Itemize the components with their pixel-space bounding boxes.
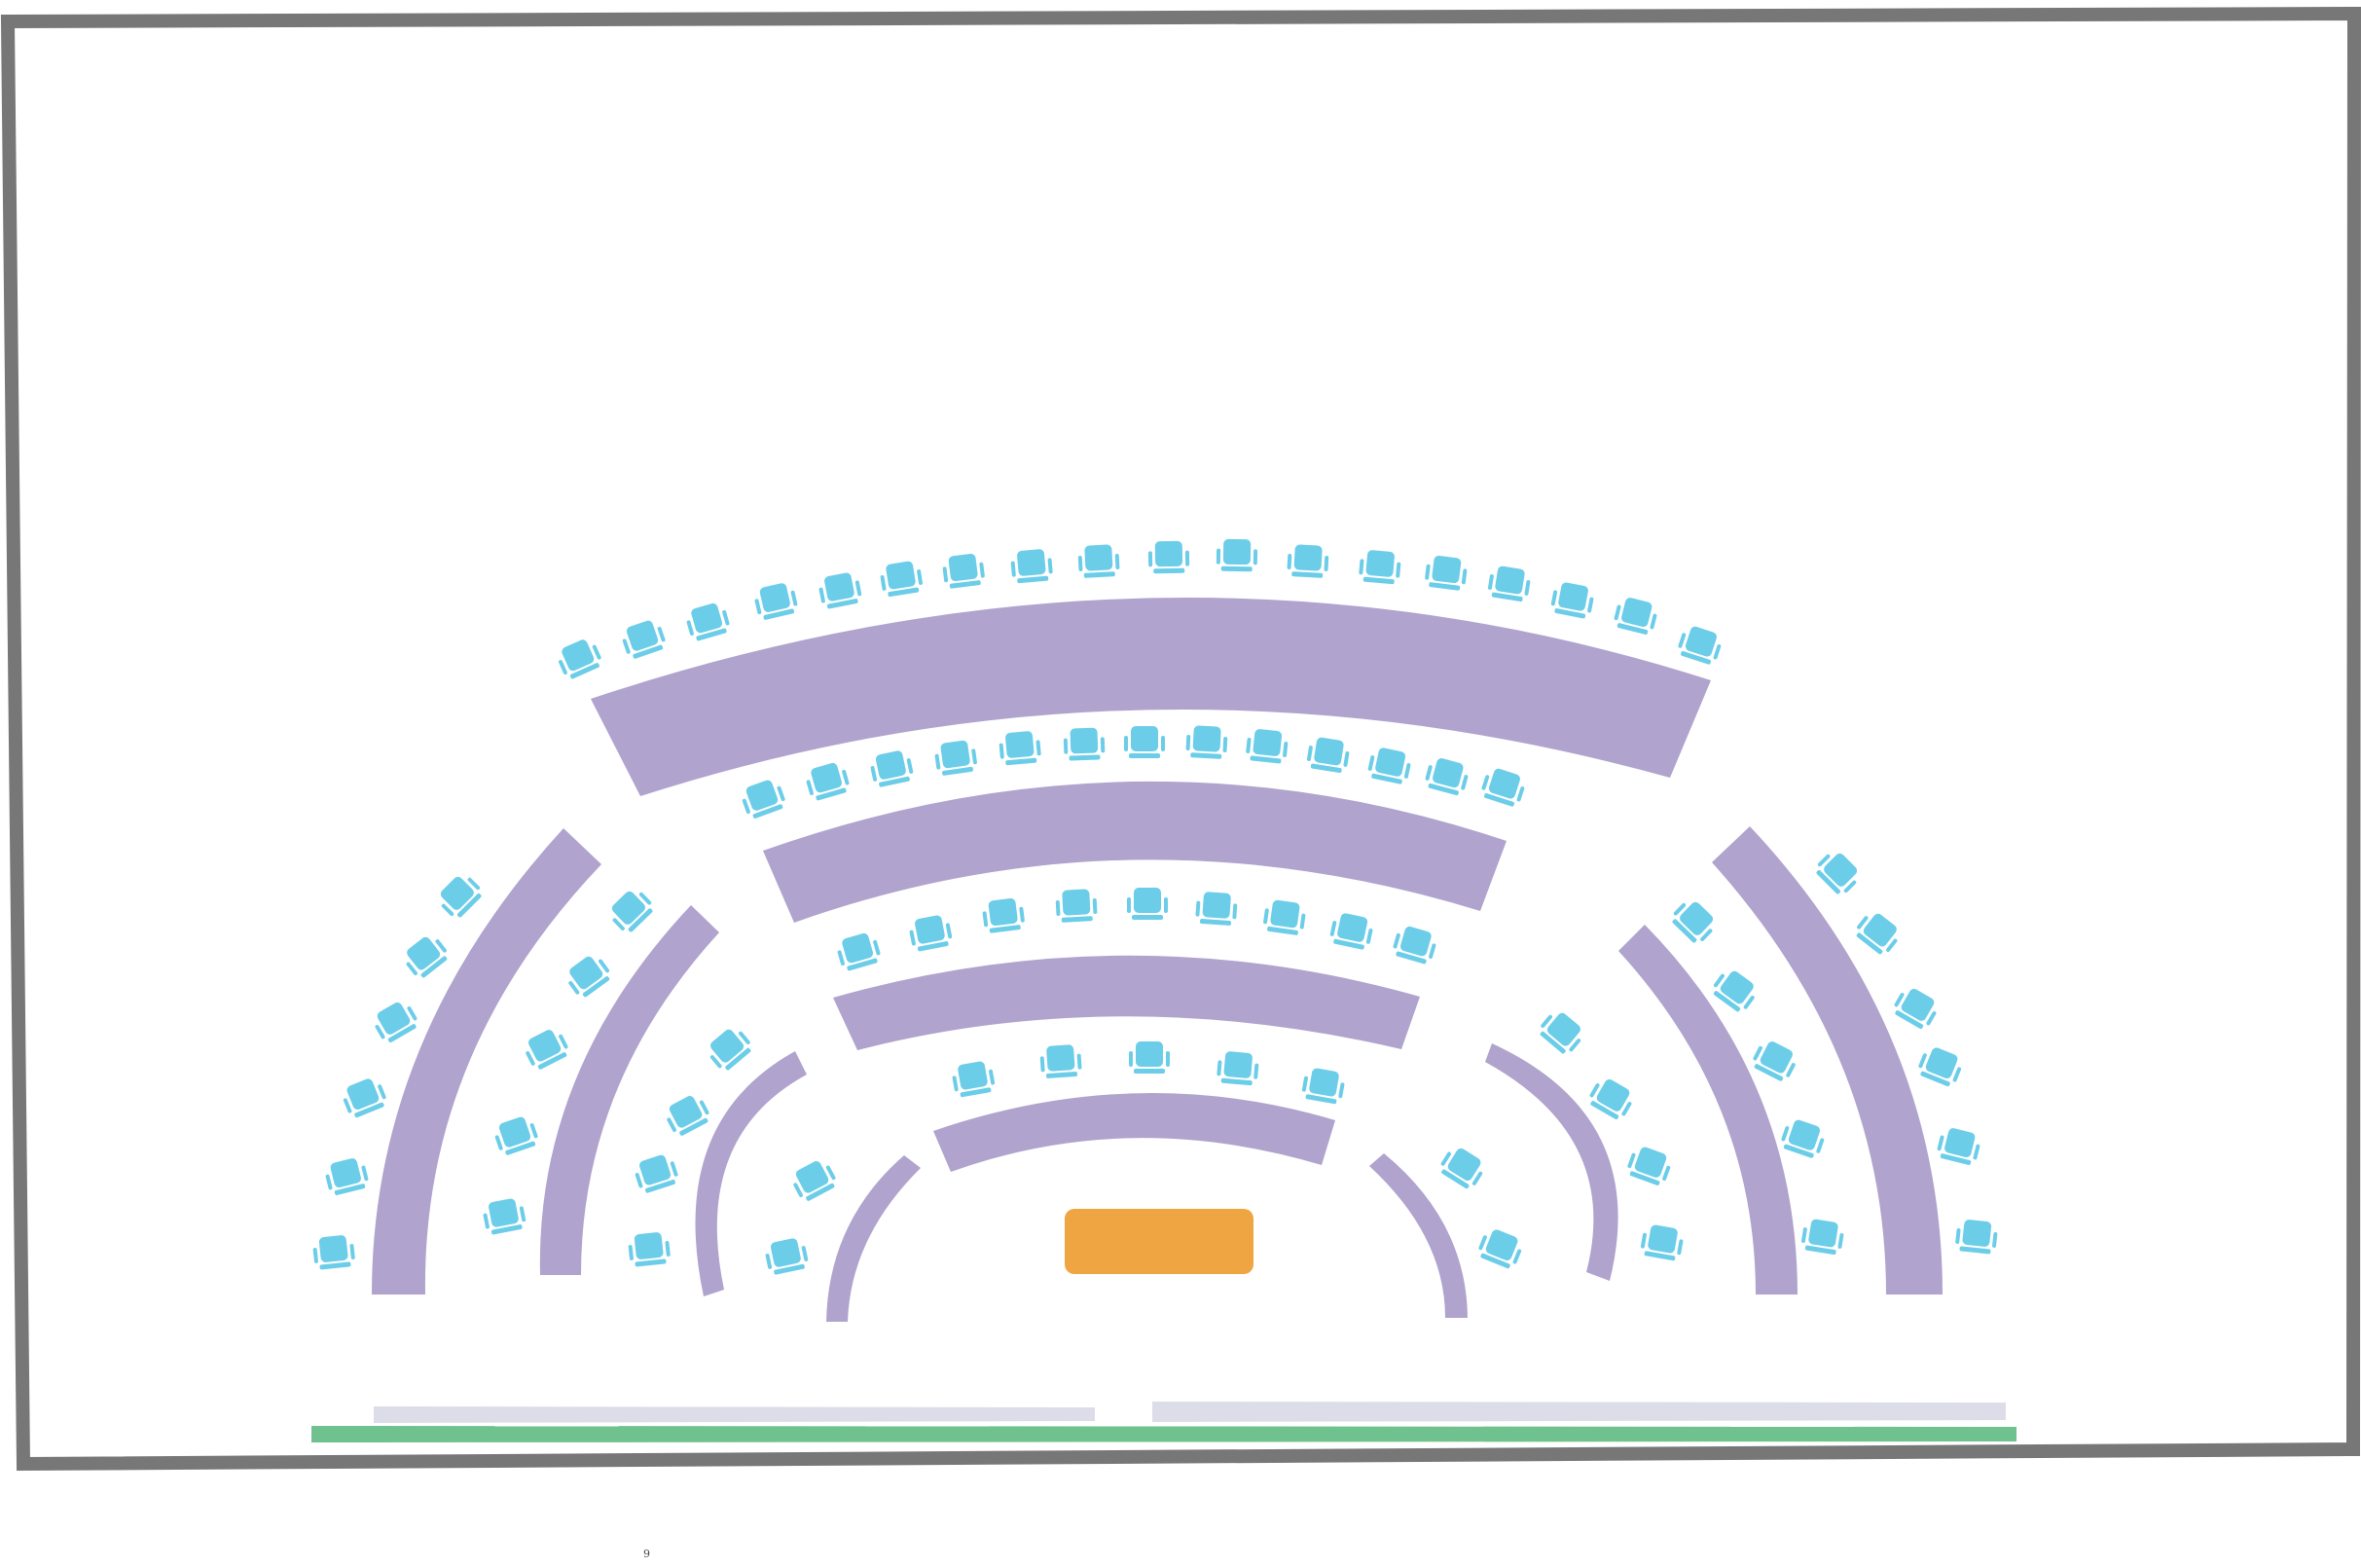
page-number: 9 xyxy=(643,1548,650,1560)
seat[interactable] xyxy=(817,570,863,610)
seat[interactable] xyxy=(1300,1066,1347,1106)
seat[interactable] xyxy=(803,759,852,803)
second-desk-row xyxy=(833,955,1420,1050)
seat[interactable] xyxy=(1549,580,1596,620)
seat[interactable] xyxy=(1639,1222,1686,1262)
seat[interactable] xyxy=(787,1156,840,1204)
seat[interactable] xyxy=(932,739,979,777)
seat[interactable] xyxy=(1668,894,1721,947)
seat[interactable] xyxy=(521,1025,572,1073)
seat[interactable] xyxy=(1778,1116,1829,1160)
front-desk-row xyxy=(933,1093,1335,1172)
left-inner-desk xyxy=(826,1155,921,1322)
seat[interactable] xyxy=(950,1059,997,1099)
seat[interactable] xyxy=(738,776,788,821)
third-desk-row xyxy=(763,781,1507,923)
seat[interactable] xyxy=(1245,727,1289,765)
seat[interactable] xyxy=(339,1075,389,1120)
seat[interactable] xyxy=(1749,1037,1800,1084)
seat[interactable] xyxy=(1915,1043,1966,1089)
seat[interactable] xyxy=(1424,554,1469,592)
seat[interactable] xyxy=(562,950,614,1002)
seat[interactable] xyxy=(1358,549,1402,585)
seat[interactable] xyxy=(763,1235,811,1276)
seat[interactable] xyxy=(683,600,732,643)
seat[interactable] xyxy=(834,930,883,973)
seat[interactable] xyxy=(941,552,986,590)
seat[interactable] xyxy=(907,913,954,953)
seat[interactable] xyxy=(618,617,669,661)
seat[interactable] xyxy=(1038,1043,1083,1079)
seat[interactable] xyxy=(1129,1041,1170,1074)
seat[interactable] xyxy=(1709,965,1762,1016)
seat[interactable] xyxy=(1535,1006,1588,1058)
seat[interactable] xyxy=(1436,1143,1489,1192)
right-outer-desk xyxy=(1712,826,1943,1295)
right-inner-desk xyxy=(1369,1153,1468,1318)
seat[interactable] xyxy=(1261,898,1308,936)
seat[interactable] xyxy=(1305,735,1352,775)
seat[interactable] xyxy=(481,1196,527,1236)
seat[interactable] xyxy=(1612,595,1660,637)
seat[interactable] xyxy=(632,1151,681,1195)
seat[interactable] xyxy=(1287,543,1329,579)
seat[interactable] xyxy=(604,884,657,936)
seat[interactable] xyxy=(490,1113,541,1157)
seat[interactable] xyxy=(1851,907,1905,959)
desks xyxy=(372,598,1943,1322)
seat[interactable] xyxy=(1486,564,1533,603)
seat[interactable] xyxy=(751,580,800,622)
seat[interactable] xyxy=(998,730,1042,766)
seat[interactable] xyxy=(1365,745,1413,785)
seat[interactable] xyxy=(1063,727,1106,761)
seat[interactable] xyxy=(1194,891,1239,927)
seat[interactable] xyxy=(1890,983,1943,1033)
seat[interactable] xyxy=(1478,765,1528,809)
seat[interactable] xyxy=(311,1233,356,1271)
seat[interactable] xyxy=(1124,726,1165,758)
podium xyxy=(1065,1209,1253,1274)
seat[interactable] xyxy=(1935,1125,1983,1167)
seat[interactable] xyxy=(1127,888,1168,920)
back-desk-row xyxy=(591,598,1711,796)
seat[interactable] xyxy=(1185,724,1228,760)
seat[interactable] xyxy=(868,748,916,788)
seat[interactable] xyxy=(369,997,421,1046)
seat[interactable] xyxy=(1675,623,1725,667)
seat[interactable] xyxy=(1391,923,1439,966)
seat[interactable] xyxy=(1216,538,1258,572)
seat[interactable] xyxy=(1624,1143,1675,1188)
seat[interactable] xyxy=(399,930,453,982)
seat[interactable] xyxy=(1077,543,1120,579)
seat[interactable] xyxy=(627,1230,672,1268)
seat[interactable] xyxy=(1423,755,1471,797)
seat[interactable] xyxy=(1147,540,1190,574)
seat[interactable] xyxy=(1055,888,1098,924)
room-wall xyxy=(0,6,2361,1472)
seat[interactable] xyxy=(1799,1217,1846,1257)
left-middle-desk xyxy=(695,1051,807,1296)
stage-platform-right xyxy=(1152,1402,2006,1422)
left-second-outer-desk xyxy=(539,905,719,1275)
seat[interactable] xyxy=(1009,548,1054,584)
seat[interactable] xyxy=(1585,1074,1638,1123)
seat[interactable] xyxy=(1475,1225,1526,1271)
seat[interactable] xyxy=(703,1023,756,1075)
seat[interactable] xyxy=(878,559,925,599)
right-middle-desk xyxy=(1485,1043,1618,1281)
right-second-outer-desk xyxy=(1618,925,1798,1295)
seat[interactable] xyxy=(1954,1218,1999,1256)
seat[interactable] xyxy=(1216,1050,1260,1086)
seat[interactable] xyxy=(554,635,605,682)
seat[interactable] xyxy=(981,896,1026,934)
left-outer-desk xyxy=(372,828,601,1295)
seat[interactable] xyxy=(661,1091,713,1139)
seat[interactable] xyxy=(1812,846,1865,898)
stage-edge xyxy=(311,1426,2016,1442)
seat[interactable] xyxy=(322,1155,371,1197)
seat[interactable] xyxy=(1327,910,1375,951)
stage-platform-left xyxy=(374,1406,1095,1423)
seat[interactable] xyxy=(433,869,486,922)
